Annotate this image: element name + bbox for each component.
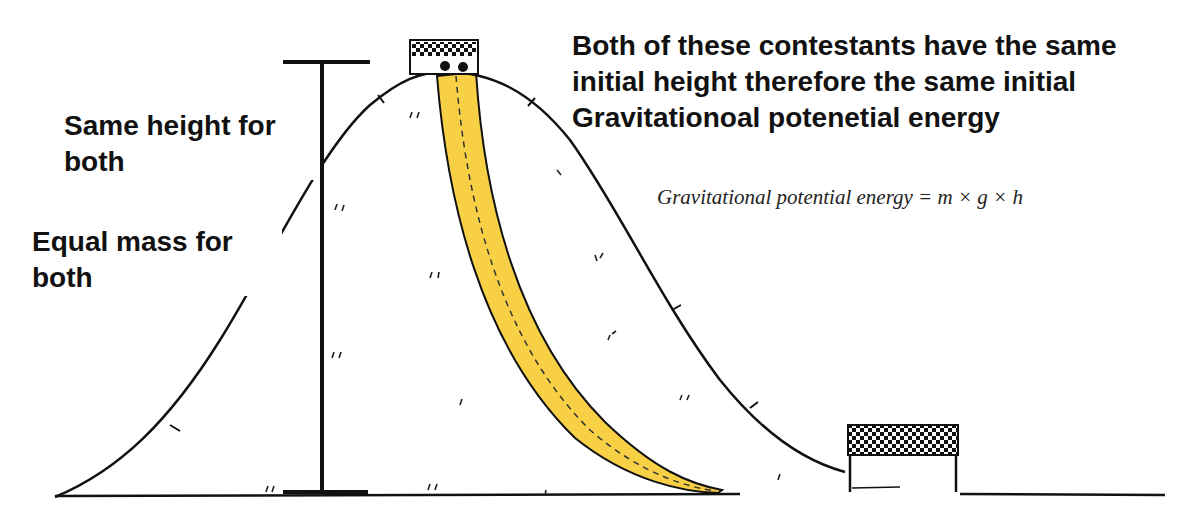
energy-note: Both of these contestants have the same … [572,28,1188,136]
ground-line [55,494,740,496]
ground-line [960,494,1165,495]
slide-centre-line [456,76,716,491]
contestant-dot [440,61,450,71]
start-flag [410,40,478,74]
finish-posts [850,455,956,492]
contestant-dot [458,62,468,72]
energy-formula: Gravitational potential energy = m × g ×… [657,184,1023,210]
mass-note: Equal mass for both [32,224,282,296]
finish-flag [848,425,958,455]
height-note: Same height for both [64,108,320,180]
ground-line [852,487,900,488]
grass-marks [266,112,780,496]
start-checker [412,42,476,56]
